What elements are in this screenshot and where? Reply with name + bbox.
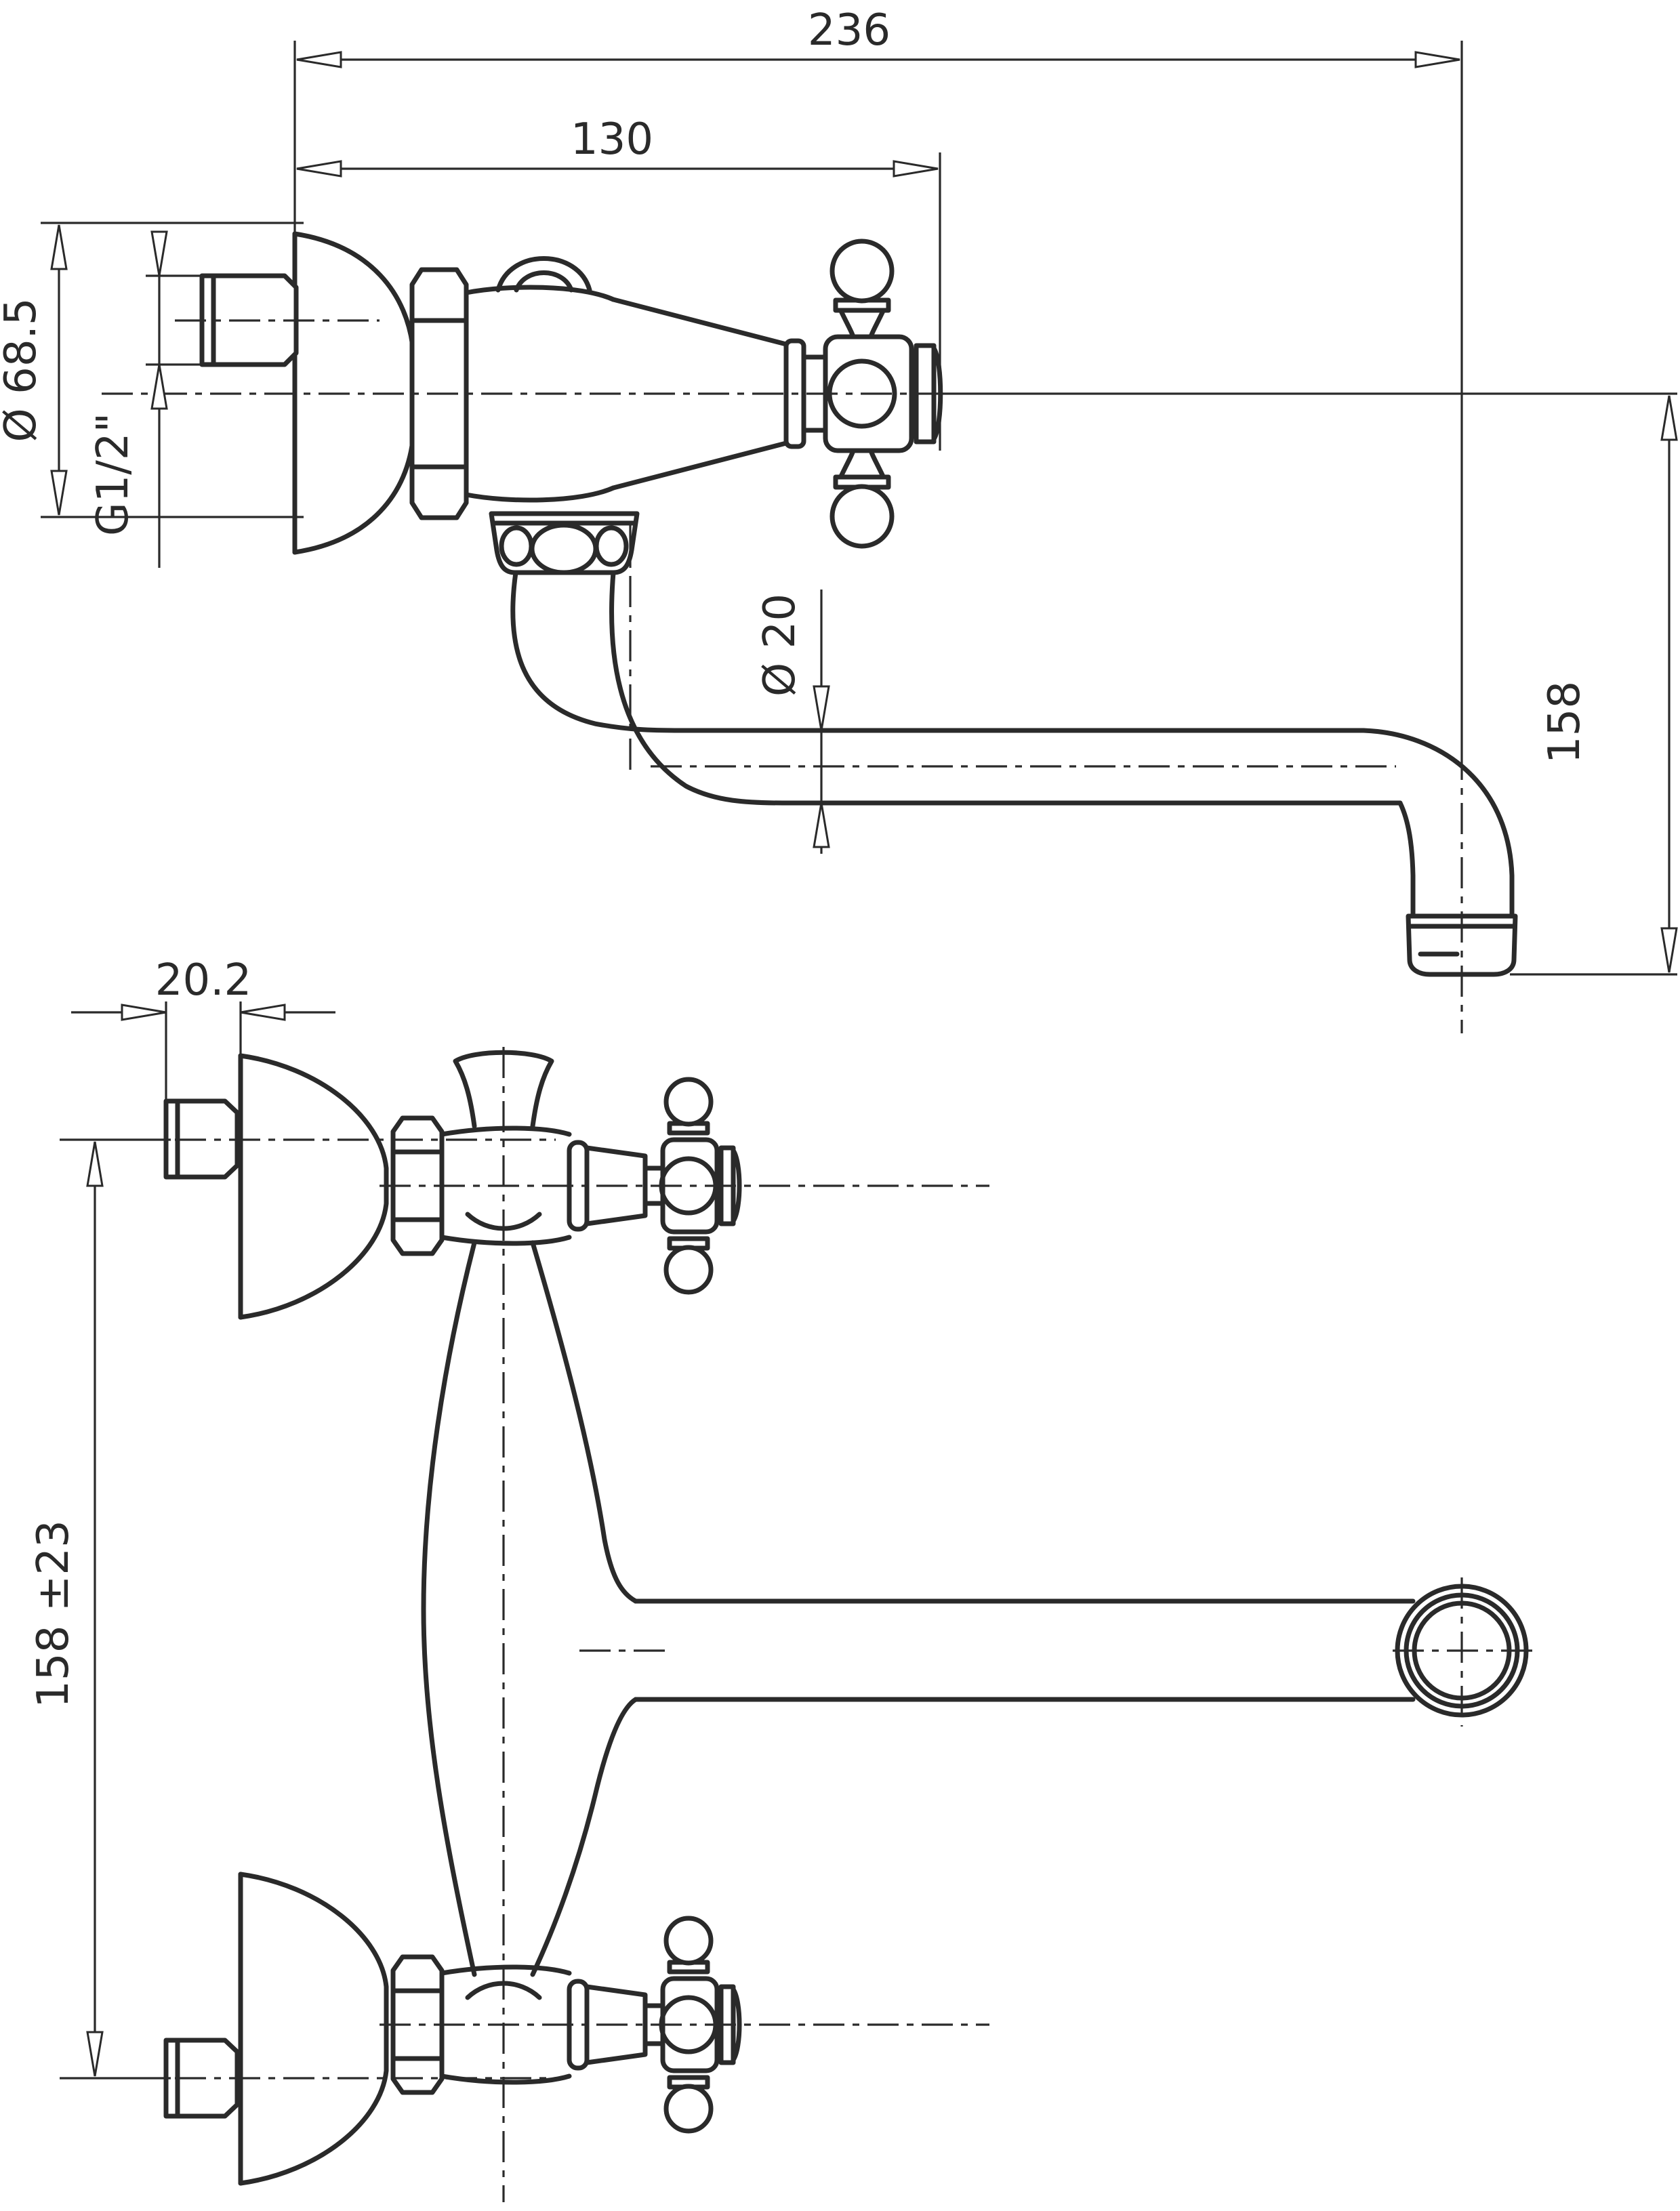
dimension-spout-drop: 158 — [943, 392, 1678, 976]
dim-158-23-label: 158 ±23 — [28, 1520, 79, 1708]
dimensions: 236 130 Ø 68.5 G1/2" — [0, 5, 1678, 2080]
dimension-nipple-projection: 20.2 — [71, 955, 335, 1099]
dim-20-label: Ø 20 — [755, 594, 805, 697]
handle-ball — [663, 2084, 714, 2134]
front-spout-tube — [633, 1584, 1529, 1718]
top-view — [199, 231, 1518, 977]
top-view-spout — [489, 511, 1518, 977]
spout-outlet-cap — [1406, 913, 1518, 977]
dimension-body-depth: 130 — [296, 115, 941, 451]
dimension-overall-depth: 236 — [293, 5, 1463, 749]
dimension-spout-diameter: Ø 20 — [755, 590, 830, 854]
dim-158-label: 158 — [1540, 681, 1590, 764]
dim-130-label: 130 — [571, 115, 653, 165]
dimension-inlet-spacing: 158 ±23 — [28, 1138, 171, 2080]
front-body — [421, 1050, 638, 1977]
dim-68-5-label: Ø 68.5 — [0, 297, 46, 442]
dimension-thread-size: G1/2" — [88, 230, 200, 568]
dim-20-2-label: 20.2 — [155, 955, 252, 1006]
handle-ball — [663, 1077, 714, 1127]
front-top-flange — [163, 1053, 389, 1320]
dim-236-label: 236 — [808, 5, 890, 56]
dim-g12-label: G1/2" — [88, 413, 138, 536]
top-view-valve-body — [464, 256, 828, 503]
center-lines — [102, 319, 1533, 2202]
front-view — [163, 1050, 1529, 2186]
front-bottom-flange — [163, 1872, 389, 2186]
handle-ball — [663, 1245, 714, 1295]
handle-ball — [663, 1916, 714, 1966]
dimension-flange-diameter: Ø 68.5 — [0, 222, 304, 518]
